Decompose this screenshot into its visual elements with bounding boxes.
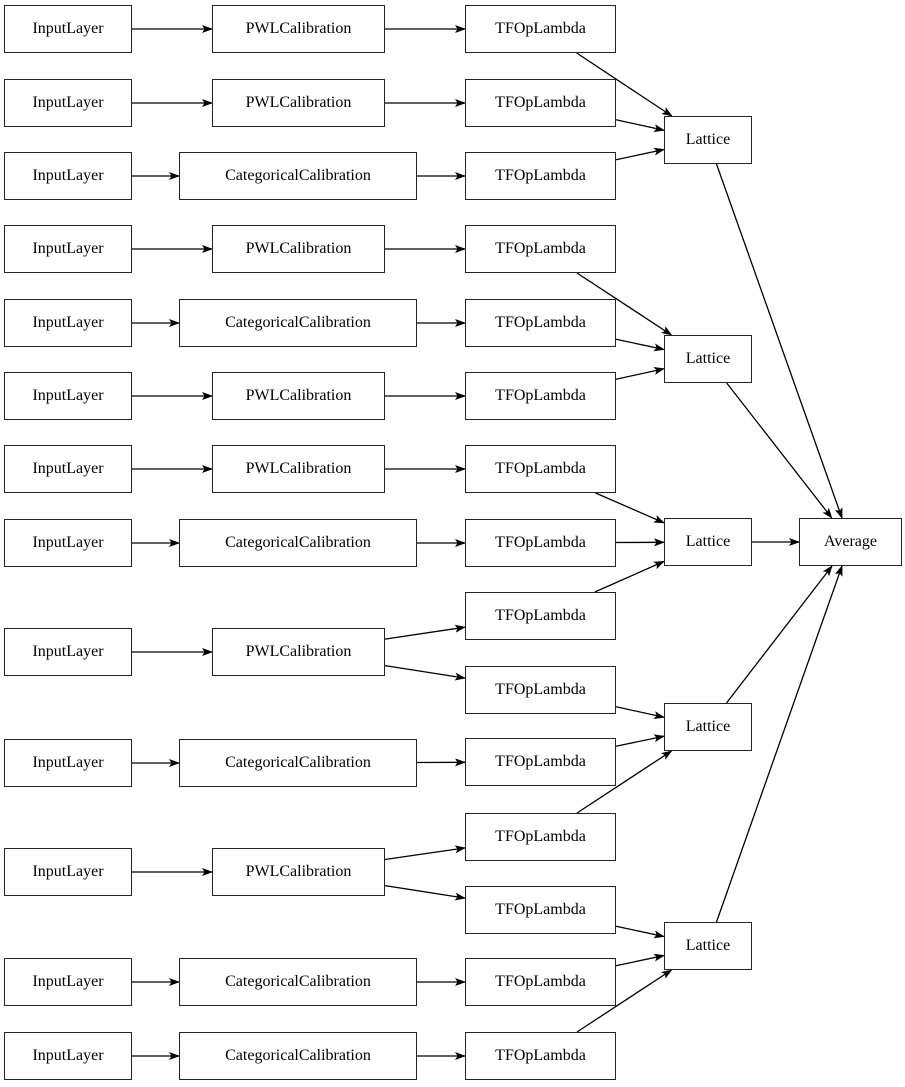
edge-tfop1-lattice1	[576, 52, 673, 117]
inputlayer-node-in4: InputLayer	[4, 225, 132, 273]
categoricalcalibration-node-cal8: CategoricalCalibration	[179, 519, 417, 567]
edge-tfop4-lattice2	[576, 272, 673, 336]
edge-tfop2-lattice1	[615, 119, 665, 133]
tfoplambda-node-tfop6: TFOpLambda	[465, 372, 616, 420]
edge-tfop13-lattice5	[615, 925, 665, 939]
edge-tfop12-lattice4	[576, 750, 673, 814]
tfoplambda-node-tfop15: TFOpLambda	[465, 1032, 616, 1080]
pwlcalibration-node-cal6: PWLCalibration	[212, 372, 385, 420]
edge-cal9-tfop10	[384, 664, 466, 681]
tfoplambda-node-tfop2: TFOpLambda	[465, 79, 616, 127]
edge-lattice4-average	[725, 565, 833, 704]
categoricalcalibration-node-cal13: CategoricalCalibration	[179, 1032, 417, 1080]
inputlayer-node-in11: InputLayer	[4, 848, 132, 896]
tfoplambda-node-tfop4: TFOpLambda	[465, 225, 616, 273]
tfoplambda-node-tfop3: TFOpLambda	[465, 152, 616, 200]
edge-cal9-tfop9	[384, 624, 466, 640]
inputlayer-node-in6: InputLayer	[4, 372, 132, 420]
tfoplambda-node-tfop12: TFOpLambda	[465, 813, 616, 861]
tfoplambda-node-tfop9: TFOpLambda	[465, 592, 616, 640]
pwlcalibration-node-cal1: PWLCalibration	[212, 5, 385, 53]
tfoplambda-node-tfop14: TFOpLambda	[465, 958, 616, 1006]
tfoplambda-node-tfop10: TFOpLambda	[465, 666, 616, 714]
categoricalcalibration-node-cal5: CategoricalCalibration	[179, 299, 417, 347]
pwlcalibration-node-cal9: PWLCalibration	[212, 628, 385, 676]
pwlcalibration-node-cal4: PWLCalibration	[212, 225, 385, 273]
tfoplambda-node-tfop1: TFOpLambda	[465, 5, 616, 53]
edge-tfop5-lattice2	[615, 338, 665, 352]
inputlayer-node-in13: InputLayer	[4, 1032, 132, 1080]
edge-tfop10-lattice4	[615, 706, 665, 720]
inputlayer-node-in1: InputLayer	[4, 5, 132, 53]
lattice-node-lattice1: Lattice	[664, 116, 752, 164]
tfoplambda-node-tfop5: TFOpLambda	[465, 299, 616, 347]
inputlayer-node-in10: InputLayer	[4, 739, 132, 787]
average-node-average: Average	[799, 518, 902, 566]
inputlayer-node-in2: InputLayer	[4, 79, 132, 127]
categoricalcalibration-node-cal10: CategoricalCalibration	[179, 739, 417, 787]
edge-tfop9-lattice3	[594, 560, 665, 593]
pwlcalibration-node-cal7: PWLCalibration	[212, 445, 385, 493]
tfoplambda-node-tfop8: TFOpLambda	[465, 519, 616, 567]
edge-tfop11-lattice4	[615, 734, 665, 747]
pwlcalibration-node-cal2: PWLCalibration	[212, 79, 385, 127]
inputlayer-node-in7: InputLayer	[4, 445, 132, 493]
inputlayer-node-in8: InputLayer	[4, 519, 132, 567]
categoricalcalibration-node-cal3: CategoricalCalibration	[179, 152, 417, 200]
edge-tfop6-lattice2	[615, 366, 665, 380]
lattice-node-lattice3: Lattice	[664, 518, 752, 566]
inputlayer-node-in5: InputLayer	[4, 299, 132, 347]
edge-tfop15-lattice5	[576, 969, 673, 1033]
pwlcalibration-node-cal11: PWLCalibration	[212, 848, 385, 896]
edge-lattice2-average	[726, 382, 833, 519]
lattice-node-lattice4: Lattice	[664, 703, 752, 751]
edge-tfop3-lattice1	[615, 147, 665, 161]
lattice-node-lattice5: Lattice	[664, 922, 752, 970]
edge-cal11-tfop13	[384, 884, 466, 901]
edge-tfop7-lattice3	[595, 492, 665, 524]
edge-lattice1-average	[715, 163, 843, 519]
tfoplambda-node-tfop13: TFOpLambda	[465, 886, 616, 934]
tfoplambda-node-tfop7: TFOpLambda	[465, 445, 616, 493]
tfoplambda-node-tfop11: TFOpLambda	[465, 738, 616, 786]
inputlayer-node-in12: InputLayer	[4, 958, 132, 1006]
lattice-node-lattice2: Lattice	[664, 335, 752, 383]
inputlayer-node-in3: InputLayer	[4, 152, 132, 200]
edge-cal11-tfop12	[384, 845, 466, 861]
edge-lattice5-average	[715, 565, 843, 923]
edge-tfop14-lattice5	[615, 953, 665, 967]
inputlayer-node-in9: InputLayer	[4, 628, 132, 676]
categoricalcalibration-node-cal12: CategoricalCalibration	[179, 958, 417, 1006]
